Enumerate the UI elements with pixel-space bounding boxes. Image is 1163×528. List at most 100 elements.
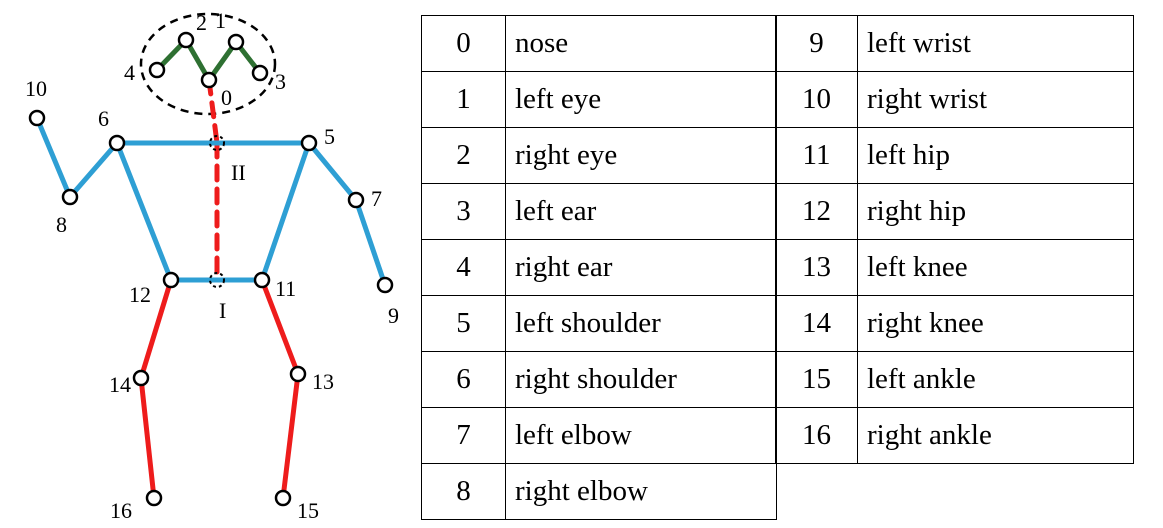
joint-7 [347,191,365,209]
joint-16 [145,489,163,507]
keypoint-name: left ear [505,183,777,240]
head-region-ellipse [139,12,277,116]
keypoint-label-11: 11 [275,276,296,301]
joint-0 [200,71,218,89]
keypoint-label-0: 0 [221,85,232,110]
joint-15 [274,489,292,507]
keypoint-index: 3 [421,183,506,240]
keypoint-index: 6 [421,351,506,408]
keypoint-label-15: 15 [297,498,319,523]
keypoint-index: 15 [775,351,858,408]
table-row: 10 right wrist [775,71,1134,128]
table-row: 1 left eye [421,71,777,128]
joint-13 [289,365,307,383]
aux-label-II: II [231,160,246,185]
keypoint-name: left ankle [857,351,1134,408]
joint-1 [227,33,245,51]
aux-joint-II [209,135,225,151]
keypoint-label-13: 13 [312,369,334,394]
aux-label-I: I [219,298,226,323]
keypoint-label-9: 9 [388,303,399,328]
keypoint-label-10: 10 [25,76,47,101]
keypoint-name: left wrist [857,15,1134,72]
keypoint-label-12: 12 [129,282,151,307]
keypoint-label-2: 2 [196,10,207,35]
keypoint-index: 13 [775,239,858,296]
keypoint-index: 11 [775,127,858,184]
keypoint-name: right hip [857,183,1134,240]
table-row: 14 right knee [775,295,1134,352]
keypoint-label-3: 3 [275,69,286,94]
keypoint-index: 16 [775,407,858,464]
table-row: 15 left ankle [775,351,1134,408]
skeleton-labels: 0 1 2 3 4 5 6 7 8 9 10 11 12 13 14 15 16… [25,8,399,523]
keypoint-name: left eye [505,71,777,128]
keypoint-table-right: 9 left wrist 10 right wrist 11 left hip … [775,15,1134,464]
joint-5 [300,134,318,152]
keypoint-label-4: 4 [124,60,135,85]
keypoint-name: right ankle [857,407,1134,464]
table-row: 11 left hip [775,127,1134,184]
bone-7-9 [353,197,388,288]
table-row: 4 right ear [421,239,777,296]
bone-14-16 [138,375,157,501]
bone-8-10 [34,115,73,200]
bone-5-11 [259,140,312,283]
joint-2 [177,31,195,49]
table-row: 6 right shoulder [421,351,777,408]
keypoint-name: nose [505,15,777,72]
keypoint-label-5: 5 [324,124,335,149]
skeleton-bones [34,37,388,501]
keypoint-index: 12 [775,183,858,240]
skeleton-joints [28,31,394,507]
joint-4 [148,61,166,79]
table-row: 16 right ankle [775,407,1134,464]
keypoint-index: 7 [421,407,506,464]
joint-12 [162,271,180,289]
table-row: 12 right hip [775,183,1134,240]
skeleton-diagram: 0 1 2 3 4 5 6 7 8 9 10 11 12 13 14 15 16… [25,8,399,523]
keypoint-name: right elbow [505,463,777,520]
keypoint-table-left: 0 nose 1 left eye 2 right eye 3 left ear… [421,15,777,520]
keypoint-name: right ear [505,239,777,296]
joint-14 [132,369,150,387]
bone-6-12 [114,140,174,283]
keypoint-label-14: 14 [109,372,131,397]
bone-11-13 [259,277,301,377]
keypoint-index: 4 [421,239,506,296]
keypoint-label-6: 6 [98,106,109,131]
keypoint-label-8: 8 [56,212,67,237]
keypoint-index: 0 [421,15,506,72]
table-row: 5 left shoulder [421,295,777,352]
aux-joint-I [209,272,225,288]
table-row: 13 left knee [775,239,1134,296]
keypoint-label-16: 16 [110,498,132,523]
keypoint-label-1: 1 [215,8,226,33]
bone-12-14 [138,277,174,381]
keypoint-index: 9 [775,15,858,72]
keypoint-index: 10 [775,71,858,128]
keypoint-name: left knee [857,239,1134,296]
keypoint-index: 2 [421,127,506,184]
joint-10 [28,109,46,127]
auxiliary-joints [209,135,225,288]
keypoint-name: right shoulder [505,351,777,408]
keypoint-index: 5 [421,295,506,352]
keypoint-label-7: 7 [371,186,382,211]
keypoint-name: right knee [857,295,1134,352]
bone-5-7 [306,140,359,203]
bone-6-8 [67,140,120,200]
joint-6 [108,134,126,152]
table-row: 0 nose [421,15,777,72]
table-row: 3 left ear [421,183,777,240]
keypoint-name: right eye [505,127,777,184]
table-row: 7 left elbow [421,407,777,464]
keypoint-name: left hip [857,127,1134,184]
joint-3 [251,64,269,82]
joint-9 [376,276,394,294]
bone-13-15 [280,371,301,501]
bone-0-II [206,77,220,146]
keypoint-index: 8 [421,463,506,520]
joint-8 [61,188,79,206]
table-row: 2 right eye [421,127,777,184]
